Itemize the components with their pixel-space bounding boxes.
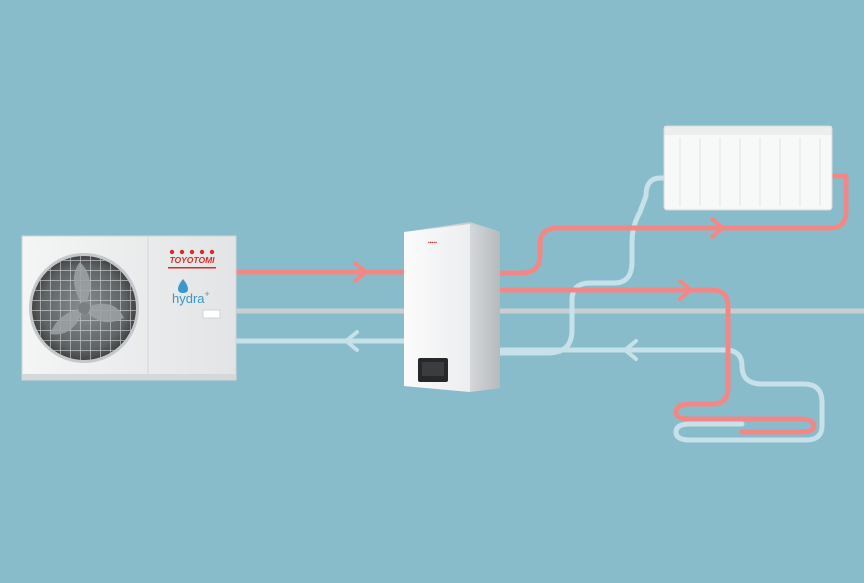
rating-label (202, 309, 221, 319)
hot-pipes (233, 173, 849, 435)
cold-pipe-floor (497, 347, 825, 443)
fan-icon (29, 253, 139, 363)
cold-pipe-radiator (497, 175, 669, 356)
arrow-hot-floor (678, 279, 693, 301)
hot-pipe-radiator (497, 173, 849, 276)
radiator-icon (663, 125, 833, 211)
indoor-brand-mark: ▪▪▪▪▪ (428, 240, 437, 246)
product-name: hydra (172, 291, 205, 306)
hydra-drop-icon (178, 279, 188, 293)
product-logo: hydra+ (172, 289, 210, 306)
cold-pipes (233, 175, 825, 443)
outdoor-unit: TOYOTOMI hydra+ (21, 235, 237, 381)
hot-pipe-floor (497, 287, 817, 435)
arrow-cold-floor (623, 339, 638, 361)
brand-logo: TOYOTOMI (169, 255, 215, 265)
arrow-cold-main (344, 330, 359, 352)
indoor-unit: ▪▪▪▪▪ (404, 222, 500, 392)
product-suffix: + (205, 289, 210, 299)
brand-icons (169, 249, 215, 255)
flow-arrow-icon (344, 217, 725, 361)
arrow-hot-radiator (710, 217, 725, 239)
arrow-hot-main (353, 261, 368, 283)
